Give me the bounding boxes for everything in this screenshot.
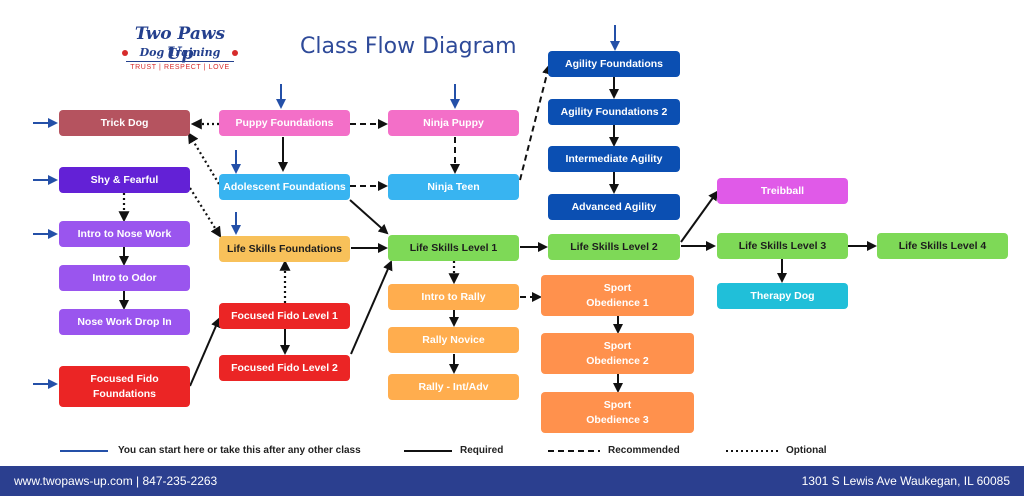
diagram-title: Class Flow Diagram <box>300 34 517 59</box>
node-shy-fearful: Shy & Fearful <box>59 167 190 193</box>
node-therapy-dog: Therapy Dog <box>717 283 848 309</box>
node-ninja-puppy: Ninja Puppy <box>388 110 519 136</box>
node-intro-odor: Intro to Odor <box>59 265 190 291</box>
node-nose-work-drop-in: Nose Work Drop In <box>59 309 190 335</box>
logo-subtitle: Dog Training <box>139 46 221 59</box>
node-intro-rally: Intro to Rally <box>388 284 519 310</box>
arrow-adolescent-to-ls1 <box>349 199 389 235</box>
node-puppy-foundations: Puppy Foundations <box>219 110 350 136</box>
legend-required-label: Required <box>460 445 504 456</box>
arrow-teen-to-agility <box>519 64 552 181</box>
node-sport-obedience-1: Sport Obedience 1 <box>541 275 694 316</box>
node-life-skills-4: Life Skills Level 4 <box>877 233 1008 259</box>
node-agility-foundations-2: Agility Foundations 2 <box>548 99 680 125</box>
node-life-skills-3: Life Skills Level 3 <box>717 233 848 259</box>
footer-bar: www.twopaws-up.com | 847-235-2263 1301 S… <box>0 466 1024 496</box>
paw-icon <box>232 50 238 56</box>
logo-name: Two Paws Up <box>134 24 226 64</box>
logo-tagline: TRUST | RESPECT | LOVE <box>126 61 234 71</box>
node-treibball: Treibball <box>717 178 848 204</box>
arrow-ls2-to-treibball <box>680 190 719 243</box>
node-life-skills-1: Life Skills Level 1 <box>388 235 519 261</box>
node-life-skills-2: Life Skills Level 2 <box>548 234 680 260</box>
node-advanced-agility: Advanced Agility <box>548 194 680 220</box>
arrow-ff2-to-ls1 <box>350 260 393 355</box>
node-sport-obedience-2: Sport Obedience 2 <box>541 333 694 374</box>
arrow-adolescent-to-trick <box>187 132 220 185</box>
node-ninja-teen: Ninja Teen <box>388 174 519 200</box>
node-life-skills-foundations: Life Skills Foundations <box>219 236 350 262</box>
arrow-shy-to-lsf <box>189 187 222 238</box>
node-intermediate-agility: Intermediate Agility <box>548 146 680 172</box>
legend-start-label: You can start here or take this after an… <box>118 445 361 456</box>
node-focused-fido-2: Focused Fido Level 2 <box>219 355 350 381</box>
footer-contact[interactable]: www.twopaws-up.com | 847-235-2263 <box>14 474 218 488</box>
node-trick-dog: Trick Dog <box>59 110 190 136</box>
node-rally-novice: Rally Novice <box>388 327 519 353</box>
arrow-fff-to-ff1 <box>189 317 221 387</box>
two-paws-up-logo: Two Paws Up Dog Training TRUST | RESPECT… <box>120 24 240 76</box>
node-intro-nose-work: Intro to Nose Work <box>59 221 190 247</box>
node-sport-obedience-3: Sport Obedience 3 <box>541 392 694 433</box>
node-focused-fido-foundations: Focused Fido Foundations <box>59 366 190 407</box>
paw-icon <box>122 50 128 56</box>
legend-optional-label: Optional <box>786 445 827 456</box>
node-focused-fido-1: Focused Fido Level 1 <box>219 303 350 329</box>
node-rally-int-adv: Rally - Int/Adv <box>388 374 519 400</box>
footer-address: 1301 S Lewis Ave Waukegan, IL 60085 <box>801 474 1010 488</box>
node-agility-foundations: Agility Foundations <box>548 51 680 77</box>
node-adolescent-foundations: Adolescent Foundations <box>219 174 350 200</box>
legend-recommended-label: Recommended <box>608 445 680 456</box>
